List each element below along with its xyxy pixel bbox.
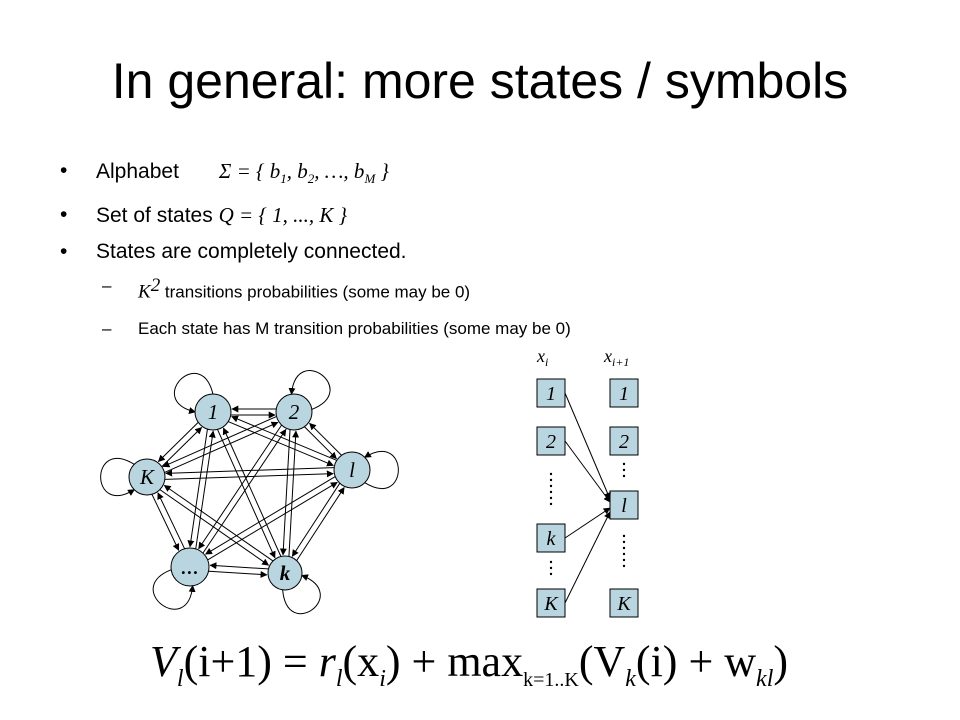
edge-1-4: [198, 424, 282, 550]
trellis-ellipsis: [549, 462, 626, 576]
edge-4-2: [207, 481, 338, 561]
edge-2-5: [165, 467, 334, 477]
self-loop-5: [100, 457, 135, 497]
self-loop-3: [282, 574, 321, 615]
state-node-5: [128, 458, 166, 496]
edge-5-3: [159, 489, 270, 566]
state-label-5: K: [139, 465, 155, 489]
self-loop-2: [364, 450, 399, 490]
trellis-col1-header: xi: [536, 346, 548, 369]
edge-2-3: [291, 483, 341, 557]
state-label-3: k: [280, 561, 291, 585]
edge-0-3: [217, 429, 276, 559]
state-label-4: …: [181, 558, 199, 578]
edge-2-0: [231, 415, 337, 461]
trellis-box-col1-k: [536, 523, 566, 553]
viterbi-formula: Vl(i+1) = rl(xi) + maxk=1..K(Vk(i) + wkl…: [150, 637, 789, 692]
edge-4-3: [208, 570, 268, 578]
subbullet-k2: – K2 transitions probabilities (some may…: [102, 275, 471, 303]
edge-0-2: [228, 421, 334, 467]
state-label-0: 1: [208, 400, 219, 424]
state-node-4: [170, 547, 210, 587]
trellis-box-col2-2: [609, 426, 639, 456]
edge-0-5: [157, 422, 199, 463]
edge-5-4: [151, 494, 180, 551]
edge-4-0: [195, 430, 216, 549]
graph-nodes: 1 2 l k … K: [128, 393, 371, 591]
subbullet-m-transitions: – Each state has M transition probabilit…: [102, 318, 571, 338]
alphabet-math: Σ = { b1, b2, …, bM }: [218, 159, 389, 187]
bullet-connected: States are completely connected.: [60, 239, 940, 265]
edge-5-0: [161, 426, 203, 467]
edge-2-1: [309, 422, 342, 456]
trellis-label-col2-K: K: [616, 593, 632, 615]
trellis-box-col2-K: [609, 588, 639, 618]
trellis-label-col1-2: 2: [546, 431, 556, 453]
trellis-diagram: xi xi+1 1 2 k K 1 2 l K: [536, 346, 639, 618]
state-node-0: [194, 393, 232, 431]
trellis-arrows: [564, 392, 611, 604]
edge-1-5: [162, 416, 277, 468]
edge-3-1: [288, 430, 300, 557]
self-loop-1: [288, 370, 331, 410]
graph-edges: [151, 405, 345, 578]
edge-5-1: [164, 421, 279, 473]
edge-0-4: [187, 429, 208, 548]
slide-title: In general: more states / symbols: [111, 53, 849, 109]
edge-3-4: [209, 562, 269, 570]
state-node-3: [267, 555, 303, 591]
edge-3-5: [163, 484, 274, 562]
edge-1-3: [279, 429, 291, 556]
edge-4-5: [157, 492, 185, 549]
self-loop-0: [173, 372, 214, 414]
trellis-box-col2-l: [609, 490, 639, 520]
edge-5-2: [165, 470, 334, 480]
edge-3-0: [222, 427, 282, 557]
states-math: Q = { 1, ..., K }: [218, 203, 347, 228]
trellis-label-col2-1: 1: [619, 383, 629, 405]
bullet-states: Set of states Q = { 1, ..., K }: [60, 202, 940, 229]
state-label-2: l: [349, 458, 355, 482]
trellis-col2-header: xi+1: [603, 346, 629, 369]
edge-4-1: [202, 428, 287, 554]
trellis-box-col2-1: [609, 378, 639, 408]
trellis-label-col2-l: l: [621, 495, 627, 517]
edge-1-2: [304, 426, 337, 460]
state-node-2: [333, 451, 371, 489]
trellis-label-col2-2: 2: [619, 431, 629, 453]
state-label-1: 2: [289, 400, 300, 424]
trellis-box-col1-2: [536, 426, 566, 456]
self-loop-4: [152, 569, 196, 610]
trellis-label-col1-K: K: [543, 593, 559, 615]
edge-3-2: [296, 486, 345, 561]
trellis-label-col1-k: k: [547, 528, 557, 550]
graph-self-loops: [100, 370, 399, 615]
state-node-1: [275, 393, 313, 431]
trellis-box-col1-1: [536, 378, 566, 408]
trellis-label-col1-1: 1: [546, 383, 556, 405]
trellis-col2-boxes: 1 2 l K: [609, 378, 639, 618]
edge-2-4: [205, 476, 336, 555]
